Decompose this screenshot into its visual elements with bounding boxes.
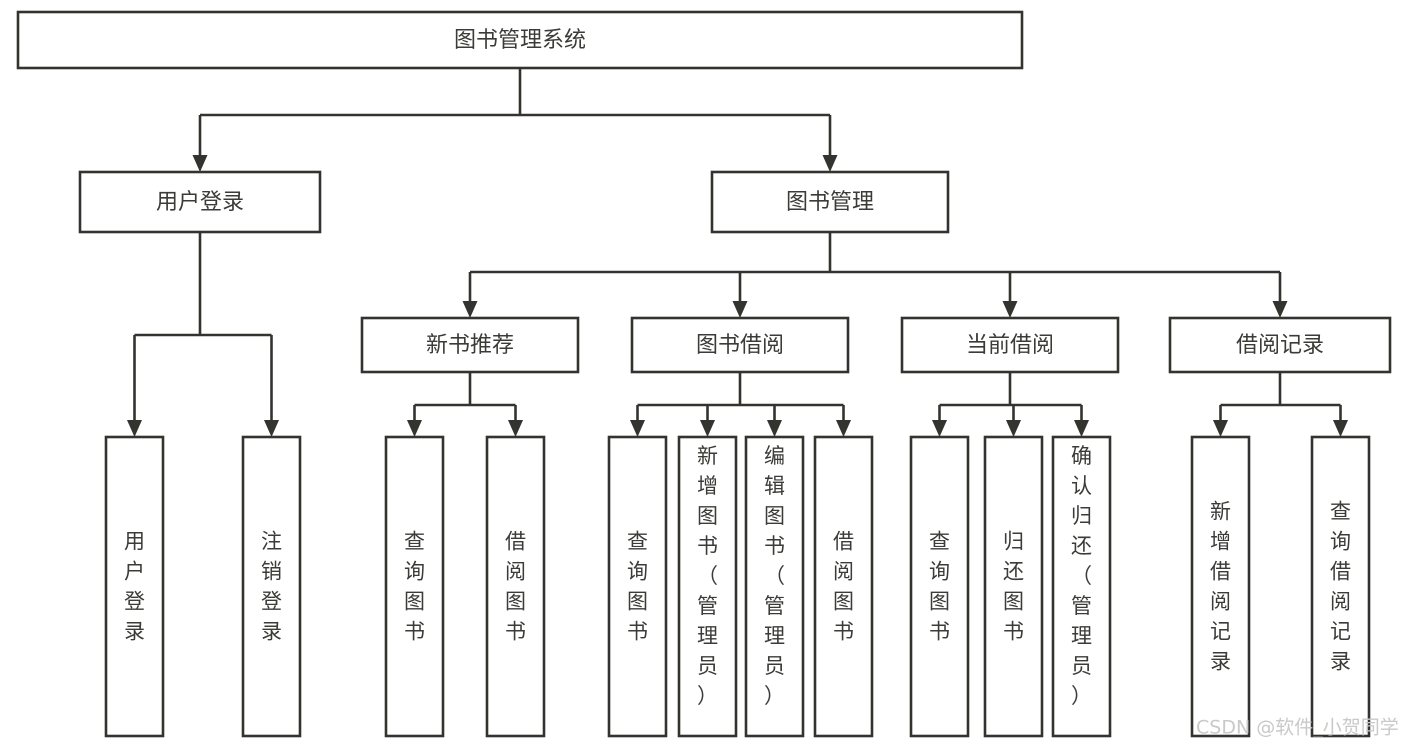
node-box[interactable] (1310, 435, 1371, 738)
arrow-head-icon (508, 420, 523, 437)
node-label: 用户登录 (156, 190, 244, 215)
node-box[interactable] (909, 435, 970, 738)
connector-group (630, 372, 851, 437)
node-label: 图书管理系统 (454, 28, 586, 53)
arrow-head-icon (1002, 301, 1018, 318)
arrow-head-icon (1074, 420, 1089, 437)
node-user-login[interactable]: 用户登录 (78, 170, 322, 234)
node-box[interactable] (78, 170, 322, 234)
arrow-head-icon (1333, 420, 1348, 437)
arrow-head-icon (700, 420, 715, 437)
arrow-head-icon (822, 155, 838, 172)
node-label: 注销登录 (261, 530, 282, 644)
arrow-head-icon (932, 420, 947, 437)
arrow-head-icon (732, 301, 748, 318)
node-leaf-edit-book-admin[interactable]: 编辑图书（管理员） (744, 435, 805, 738)
node-box[interactable] (630, 316, 850, 374)
arrow-head-icon (192, 155, 208, 172)
connectors-layer (127, 68, 1348, 437)
node-leaf-query-borrow-record[interactable]: 查询借阅记录 (1310, 435, 1371, 738)
node-label: 查询图书 (627, 530, 648, 644)
nodes-layer: 图书管理系统用户登录图书管理新书推荐图书借阅当前借阅借阅记录用户登录注销登录查询… (16, 10, 1392, 738)
node-label: 确认归还（管理员） (1071, 444, 1092, 708)
node-leaf-query-book-recommend[interactable]: 查询图书 (384, 435, 445, 738)
node-box[interactable] (744, 435, 805, 738)
node-box[interactable] (813, 435, 874, 738)
arrow-head-icon (767, 420, 782, 437)
node-label: 图书管理 (786, 190, 874, 215)
node-root[interactable]: 图书管理系统 (16, 10, 1024, 70)
node-box[interactable] (104, 435, 165, 738)
node-box[interactable] (900, 316, 1120, 374)
node-label: 编辑图书（管理员） (764, 444, 785, 708)
node-label: 图书借阅 (696, 333, 784, 358)
node-leaf-query-book-borrow[interactable]: 查询图书 (607, 435, 668, 738)
connector-group (407, 372, 523, 437)
node-leaf-return-book[interactable]: 归还图书 (983, 435, 1044, 738)
connector-group (127, 232, 279, 437)
node-box[interactable] (983, 435, 1044, 738)
node-leaf-borrow-book[interactable]: 借阅图书 (813, 435, 874, 738)
connector-group (932, 372, 1089, 437)
node-leaf-query-book-current[interactable]: 查询图书 (909, 435, 970, 738)
node-current-borrow[interactable]: 当前借阅 (900, 316, 1120, 374)
arrow-head-icon (836, 420, 851, 437)
node-label: 当前借阅 (966, 333, 1054, 358)
node-box[interactable] (360, 316, 580, 374)
node-leaf-confirm-return-admin[interactable]: 确认归还（管理员） (1051, 435, 1112, 738)
node-label: 用户登录 (124, 530, 145, 644)
node-box[interactable] (607, 435, 668, 738)
arrow-head-icon (407, 420, 422, 437)
node-box[interactable] (241, 435, 302, 738)
node-leaf-user-login[interactable]: 用户登录 (104, 435, 165, 738)
node-label: 归还图书 (1003, 530, 1024, 644)
arrow-head-icon (462, 301, 478, 318)
node-label: 借阅图书 (505, 530, 526, 644)
node-box[interactable] (16, 10, 1024, 70)
node-label: 新书推荐 (426, 333, 514, 358)
node-label: 查询借阅记录 (1330, 500, 1351, 674)
node-label: 新增借阅记录 (1210, 500, 1231, 674)
node-label: 借阅记录 (1236, 333, 1324, 358)
node-leaf-add-book-admin[interactable]: 新增图书（管理员） (677, 435, 738, 738)
node-box[interactable] (1168, 316, 1392, 374)
arrow-head-icon (264, 420, 279, 437)
node-label: 借阅图书 (833, 530, 854, 644)
node-box[interactable] (710, 170, 950, 234)
node-leaf-logout-login[interactable]: 注销登录 (241, 435, 302, 738)
node-book-borrow[interactable]: 图书借阅 (630, 316, 850, 374)
node-label: 查询图书 (929, 530, 950, 644)
arrow-head-icon (127, 420, 142, 437)
node-box[interactable] (485, 435, 546, 738)
connector-group (192, 68, 838, 172)
node-box[interactable] (677, 435, 738, 738)
node-label: 查询图书 (404, 530, 425, 644)
node-borrow-record[interactable]: 借阅记录 (1168, 316, 1392, 374)
node-label: 新增图书（管理员） (697, 444, 718, 708)
node-leaf-add-borrow-record[interactable]: 新增借阅记录 (1190, 435, 1251, 738)
node-new-book-recommend[interactable]: 新书推荐 (360, 316, 580, 374)
node-box[interactable] (384, 435, 445, 738)
connector-group (1213, 372, 1348, 437)
node-box[interactable] (1051, 435, 1112, 738)
arrow-head-icon (1213, 420, 1228, 437)
arrow-head-icon (1272, 301, 1288, 318)
node-leaf-borrow-book-recommend[interactable]: 借阅图书 (485, 435, 546, 738)
arrow-head-icon (630, 420, 645, 437)
connector-group (462, 232, 1288, 318)
node-book-management[interactable]: 图书管理 (710, 170, 950, 234)
csdn-watermark: CSDN @软件_小贺同学 (1196, 717, 1399, 739)
arrow-head-icon (1006, 420, 1021, 437)
node-box[interactable] (1190, 435, 1251, 738)
